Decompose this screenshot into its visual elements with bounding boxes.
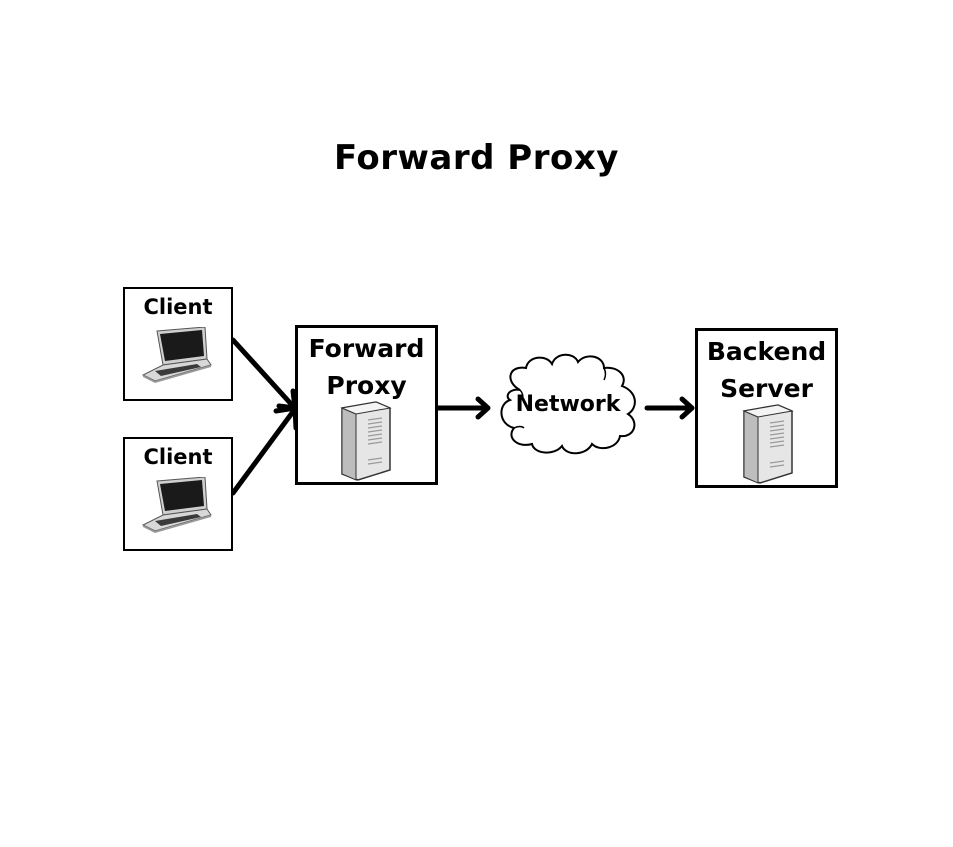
client-label: Client: [143, 445, 213, 469]
backend-server-label: Backend Server: [698, 333, 835, 407]
forward-proxy-label: Forward Proxy: [298, 330, 435, 404]
diagram-title: Forward Proxy: [334, 138, 619, 178]
server-icon: [742, 404, 794, 484]
backend-server-label-line1: Backend: [706, 337, 827, 366]
server-icon: [340, 401, 392, 481]
client-node-2: Client: [123, 437, 233, 551]
network-label: Network: [515, 392, 621, 417]
laptop-icon: [141, 327, 212, 383]
arrow-client1-to-proxy: [230, 337, 295, 408]
arrow-client2-to-proxy: [230, 410, 295, 496]
client-node-1: Client: [123, 287, 233, 401]
laptop-icon: [141, 477, 212, 533]
arrowhead-backend: [679, 396, 695, 420]
backend-server-node: Backend Server: [695, 328, 838, 488]
forward-proxy-node: Forward Proxy: [295, 325, 438, 485]
forward-proxy-label-line2: Proxy: [326, 371, 407, 400]
backend-server-label-line2: Server: [720, 374, 813, 403]
forward-proxy-label-line1: Forward: [308, 334, 425, 363]
cloud-icon: [500, 353, 636, 455]
client-label: Client: [143, 295, 213, 319]
arrowhead-network: [475, 396, 491, 420]
